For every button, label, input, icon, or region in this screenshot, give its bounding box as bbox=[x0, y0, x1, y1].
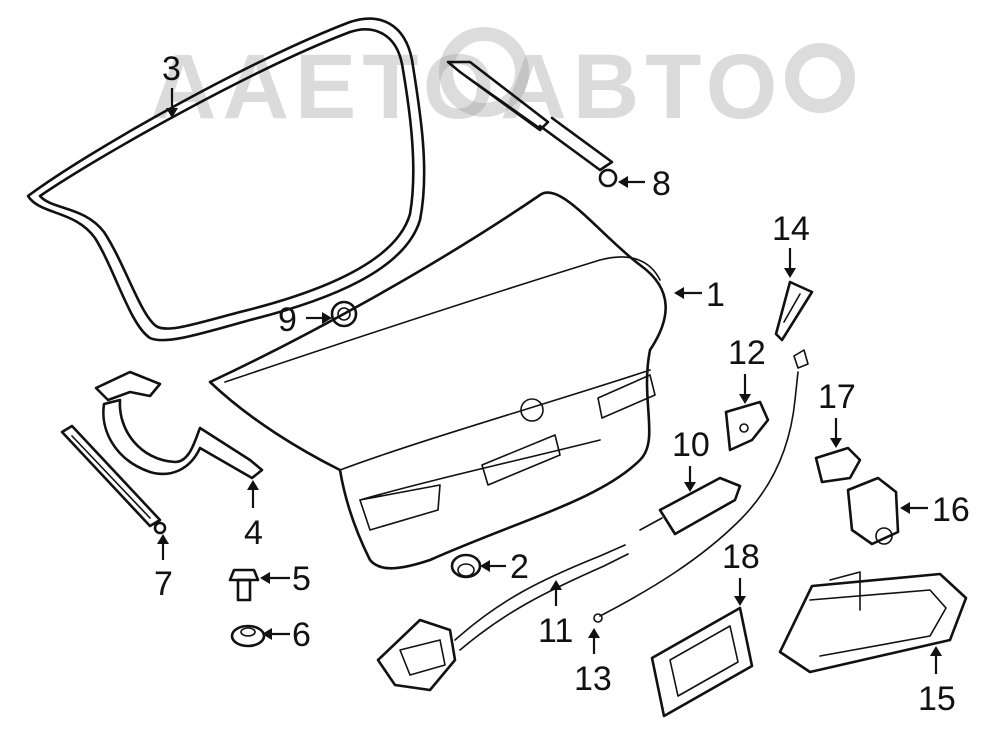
label-4: 4 bbox=[244, 514, 263, 552]
part-6-nut bbox=[230, 624, 266, 648]
watermark: AAETOABTO bbox=[150, 27, 855, 138]
part-9-bump-stop bbox=[330, 300, 358, 328]
callout-18: 18 bbox=[722, 538, 760, 606]
label-10: 10 bbox=[672, 426, 710, 464]
arrowhead-17-icon bbox=[830, 438, 842, 448]
arrowhead-10-icon bbox=[684, 482, 696, 492]
callout-15: 15 bbox=[918, 646, 956, 718]
part-11-latch bbox=[376, 544, 629, 692]
label-11: 11 bbox=[538, 612, 573, 650]
arrowhead-8-icon bbox=[618, 176, 628, 188]
arrowhead-16-icon bbox=[900, 502, 910, 514]
arrowhead-13-icon bbox=[588, 628, 600, 638]
callout-13: 13 bbox=[574, 628, 612, 698]
callout-14: 14 bbox=[772, 210, 810, 278]
callout-11: 11 bbox=[538, 580, 573, 650]
arrowhead-5-icon bbox=[260, 572, 270, 584]
callout-9: 9 bbox=[278, 301, 332, 339]
part-10-actuator bbox=[639, 476, 742, 536]
label-8: 8 bbox=[652, 165, 671, 203]
arrowhead-9-icon bbox=[322, 312, 332, 324]
callout-10: 10 bbox=[672, 426, 710, 492]
label-2: 2 bbox=[510, 548, 529, 586]
callout-8: 8 bbox=[618, 165, 671, 203]
part-17-switch bbox=[814, 446, 862, 484]
part-14-emergency-release bbox=[774, 280, 814, 369]
label-16: 16 bbox=[932, 491, 970, 529]
label-3: 3 bbox=[162, 50, 181, 88]
callout-2: 2 bbox=[480, 548, 529, 586]
part-16-camera bbox=[846, 476, 900, 546]
label-13: 13 bbox=[574, 660, 612, 698]
callouts: 3 8 1 9 14 12 bbox=[154, 50, 970, 718]
part-2-bumper bbox=[450, 553, 482, 579]
callout-6: 6 bbox=[262, 616, 311, 654]
part-1-trunk-lid bbox=[208, 191, 667, 570]
watermark-circle-icon bbox=[785, 43, 855, 113]
callout-1: 1 bbox=[674, 276, 725, 314]
arrowhead-14-icon bbox=[784, 268, 796, 278]
callout-17: 17 bbox=[818, 378, 856, 448]
arrowhead-15-icon bbox=[930, 646, 942, 656]
label-5: 5 bbox=[292, 560, 311, 598]
callout-12: 12 bbox=[728, 334, 766, 404]
part-7-lift-support bbox=[60, 424, 167, 535]
arrowhead-4-icon bbox=[247, 480, 259, 490]
part-13-release-cable bbox=[593, 371, 799, 623]
arrowhead-12-icon bbox=[739, 394, 751, 404]
part-18-license-bracket bbox=[650, 606, 754, 718]
label-14: 14 bbox=[772, 210, 810, 248]
watermark-text: AAETOABTO bbox=[150, 36, 783, 138]
label-17: 17 bbox=[818, 378, 856, 416]
label-1: 1 bbox=[706, 276, 725, 314]
label-6: 6 bbox=[292, 616, 311, 654]
label-9: 9 bbox=[278, 301, 297, 339]
part-12-bracket bbox=[724, 400, 770, 452]
arrowhead-11-icon bbox=[550, 580, 562, 590]
part-15-handle-assembly bbox=[778, 571, 968, 674]
arrowhead-1-icon bbox=[674, 287, 684, 299]
label-7: 7 bbox=[154, 565, 173, 603]
callout-4: 4 bbox=[244, 480, 263, 552]
callout-3: 3 bbox=[162, 50, 181, 118]
callout-5: 5 bbox=[260, 560, 311, 598]
callout-16: 16 bbox=[900, 491, 970, 529]
arrowhead-6-icon bbox=[262, 628, 272, 640]
arrowhead-18-icon bbox=[734, 596, 746, 606]
arrowhead-7-icon bbox=[157, 534, 169, 544]
part-8-lift-support bbox=[446, 60, 618, 188]
part-5-bolt bbox=[228, 568, 260, 602]
part-3-weatherstrip bbox=[26, 17, 426, 342]
arrowhead-2-icon bbox=[480, 560, 490, 572]
label-15: 15 bbox=[918, 680, 956, 718]
label-12: 12 bbox=[728, 334, 766, 372]
arrowhead-3-icon bbox=[166, 108, 178, 118]
callout-7: 7 bbox=[154, 534, 173, 603]
part-4-hinge bbox=[94, 370, 264, 480]
label-18: 18 bbox=[722, 538, 760, 576]
watermark-gear-icon bbox=[439, 27, 529, 117]
